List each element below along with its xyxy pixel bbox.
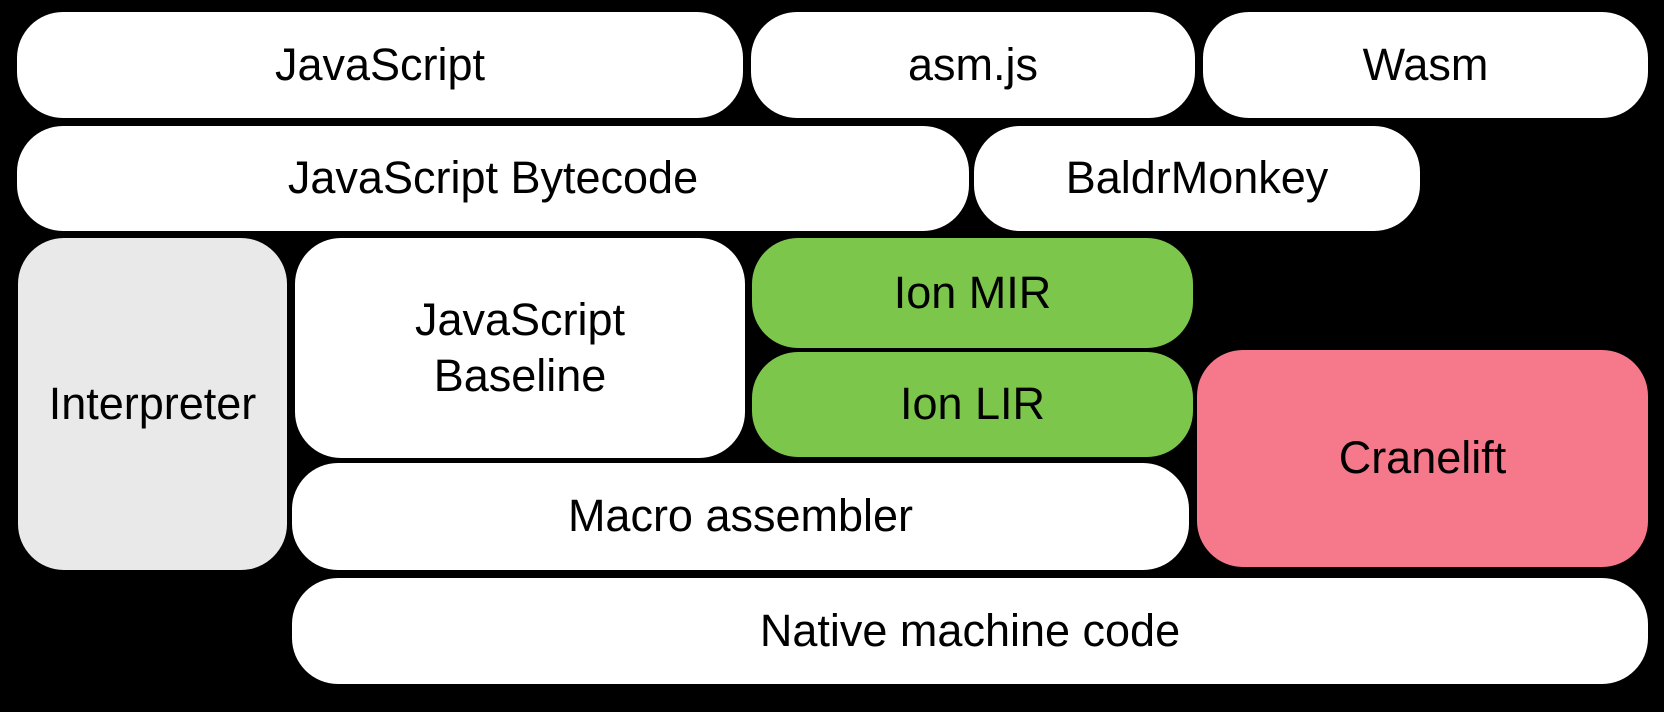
interpreter-label: Interpreter (48, 377, 257, 429)
javascript-baseline-label: JavaScript Baseline (414, 293, 626, 401)
macro-assembler-box: Macro assembler (292, 463, 1189, 570)
javascript-box: JavaScript (17, 12, 743, 118)
javascript-bytecode-label: JavaScript Bytecode (287, 152, 699, 204)
javascript-bytecode-box: JavaScript Bytecode (17, 126, 969, 231)
wasm-box: Wasm (1203, 12, 1648, 118)
interpreter-box: Interpreter (18, 238, 287, 570)
baldrmonkey-box: BaldrMonkey (974, 126, 1420, 231)
macro-assembler-label: Macro assembler (567, 490, 914, 542)
native-machine-code-label: Native machine code (759, 604, 1181, 656)
wasm-label: Wasm (1362, 38, 1489, 90)
native-machine-code-box: Native machine code (292, 578, 1648, 684)
baldrmonkey-label: BaldrMonkey (1065, 152, 1329, 204)
asmjs-box: asm.js (751, 12, 1195, 118)
javascript-label: JavaScript (274, 38, 486, 90)
ion-lir-label: Ion LIR (899, 378, 1046, 430)
ion-mir-label: Ion MIR (893, 266, 1052, 318)
ion-mir-box: Ion MIR (752, 238, 1193, 348)
cranelift-label: Cranelift (1338, 432, 1507, 484)
asmjs-label: asm.js (907, 38, 1038, 90)
ion-lir-box: Ion LIR (752, 352, 1193, 457)
javascript-baseline-box: JavaScript Baseline (295, 238, 745, 458)
cranelift-box: Cranelift (1197, 350, 1648, 567)
